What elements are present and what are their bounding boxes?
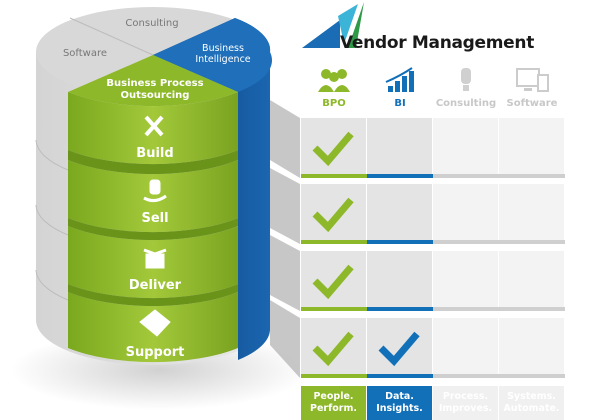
row-bar <box>367 240 433 244</box>
matrix-cell <box>367 251 432 307</box>
row-bar <box>367 374 433 378</box>
segment-label-bpo: Business Process <box>106 78 203 89</box>
row-bar <box>433 240 499 244</box>
row-bar <box>499 174 565 178</box>
coins-hand-icon <box>143 179 167 203</box>
row-bar <box>301 174 367 178</box>
matrix-cell <box>433 184 498 240</box>
row-bar <box>367 174 433 178</box>
checkmark-icon <box>312 131 354 167</box>
devices-icon <box>499 66 565 97</box>
column-header-bpo: BPO <box>322 98 346 109</box>
bi-segment <box>153 18 271 360</box>
row-bar <box>499 374 565 378</box>
matrix-cell <box>301 318 366 374</box>
handshake-icon <box>139 309 171 337</box>
matrix-cell <box>367 184 432 240</box>
growth-chart-icon <box>367 66 433 97</box>
lightbulb-icon <box>433 66 499 97</box>
layer-support: Support <box>126 345 185 360</box>
row-bar <box>433 307 499 311</box>
segment-label-bi: Business <box>202 43 244 54</box>
vendor-logo <box>302 2 364 48</box>
matrix-cell <box>499 118 564 174</box>
row-bar <box>301 240 367 244</box>
column-footer-software: Systems.Automate. <box>499 386 564 420</box>
column-footer-consulting: Process.Improves. <box>433 386 498 420</box>
layer-deliver: Deliver <box>129 278 182 293</box>
column-header-software: Software <box>506 98 558 109</box>
layer-build: Build <box>136 146 173 161</box>
column-header-consulting: Consulting <box>435 98 497 109</box>
row-bar <box>499 307 565 311</box>
svg-text:Outsourcing: Outsourcing <box>121 90 190 101</box>
matrix-cell <box>301 251 366 307</box>
checkmark-icon <box>312 197 354 233</box>
segment-label-consulting: Consulting <box>125 18 178 29</box>
people-icon <box>301 66 367 97</box>
matrix-cell <box>499 318 564 374</box>
row-bar <box>301 374 367 378</box>
matrix-cell <box>301 184 366 240</box>
matrix-cell <box>433 318 498 374</box>
checkmark-icon <box>378 331 420 367</box>
column-footer-bpo: People.Perform. <box>301 386 366 420</box>
service-cylinder: Consulting Software Business Intelligenc… <box>10 7 300 410</box>
matrix-cell <box>367 118 432 174</box>
column-header-bi: BI <box>394 98 406 109</box>
row-bar <box>433 374 499 378</box>
matrix-cell <box>499 184 564 240</box>
matrix-cell <box>301 118 366 174</box>
layer-sell: Sell <box>141 211 168 226</box>
page-title: Vendor Management <box>340 33 535 53</box>
matrix-cell <box>433 118 498 174</box>
tools-icon <box>144 115 164 137</box>
checkmark-icon <box>312 264 354 300</box>
checkmark-icon <box>312 331 354 367</box>
row-bar <box>367 307 433 311</box>
segment-label-software: Software <box>63 48 107 59</box>
row-bar <box>433 174 499 178</box>
matrix-cell <box>433 251 498 307</box>
row-bar <box>499 240 565 244</box>
svg-text:Intelligence: Intelligence <box>195 54 250 65</box>
bpo-segment <box>68 55 238 107</box>
matrix-cell <box>367 318 432 374</box>
row-bar <box>301 307 367 311</box>
open-box-icon <box>143 248 167 269</box>
column-footer-bi: Data.Insights. <box>367 386 432 420</box>
matrix-cell <box>499 251 564 307</box>
